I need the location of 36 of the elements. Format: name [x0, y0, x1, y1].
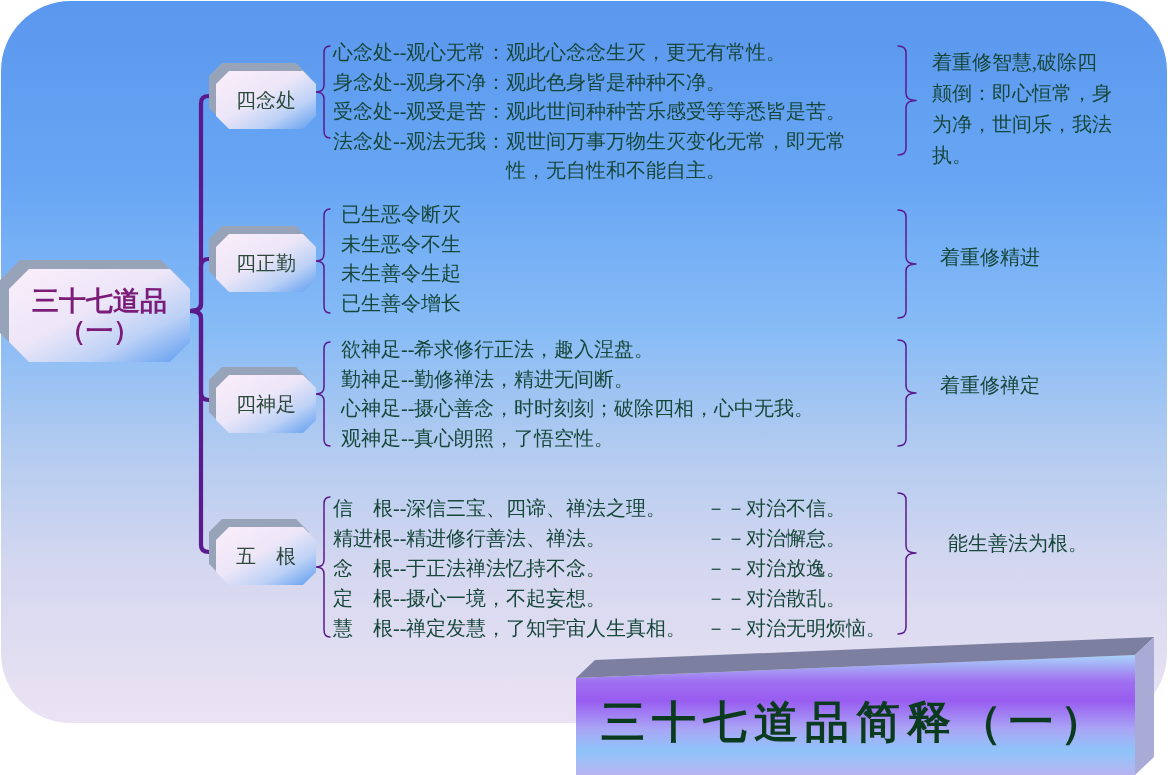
topic-label: 三十七道品（一）	[31, 285, 168, 346]
curly-brace	[315, 45, 331, 139]
remedy-note: －－对治放逸。	[706, 556, 846, 581]
summary-text: 着重修精进	[940, 245, 1040, 270]
list-item: 慧 根--禅定发慧，了知宇宙人生真相。	[333, 616, 687, 641]
list-item: 已生恶令断灭	[341, 202, 461, 227]
summary-text: 能生善法为根。	[948, 531, 1088, 556]
summary-text: 着重修智慧,破除四颠倒：即心恒常，身为净，世间乐，我法执。	[932, 50, 1113, 168]
list-item: 未生善令生起	[341, 261, 461, 286]
list-item: 欲神足--希求修行正法，趣入涅盘。	[341, 337, 655, 362]
curly-brace	[315, 208, 331, 314]
title-text: 三十七道品简释（一）	[600, 695, 1111, 749]
list-item: 信 根--深信三宝、四谛、禅法之理。	[333, 496, 667, 521]
list-item: 精进根--精进修行善法、禅法。	[333, 526, 607, 551]
category-label: 四念处	[236, 89, 296, 111]
list-item: 心念处--观心无常：观此心念念生灭，更无有常性。	[333, 40, 787, 65]
category-label: 五 根	[236, 545, 296, 567]
category-label: 四神足	[236, 393, 296, 415]
curly-brace	[315, 341, 331, 447]
list-item: 念 根--于正法禅法忆持不念。	[333, 556, 607, 581]
list-item: 受念处--观受是苦：观此世间种种苦乐感受等等悉皆是苦。	[333, 99, 847, 124]
list-item: 定 根--摄心一境，不起妄想。	[333, 586, 607, 611]
list-item: 已生善令增长	[341, 290, 461, 316]
remedy-note: －－对治散乱。	[706, 586, 846, 611]
list-item: 心神足--摄心善念，时时刻刻；破除四相，心中无我。	[341, 396, 815, 421]
remedy-note: －－对治不信。	[706, 496, 846, 521]
remedy-note: －－对治懈怠。	[706, 526, 846, 551]
list-item: 勤神足--勤修禅法，精进无间断。	[341, 366, 635, 392]
list-item: 身念处--观身不净：观此色身皆是种种不净。	[333, 69, 727, 95]
remedy-note: －－对治无明烦恼。	[706, 616, 886, 641]
summary-text: 着重修禅定	[940, 373, 1040, 398]
list-item: 未生恶令不生	[341, 231, 461, 257]
category-label: 四正勤	[236, 252, 296, 274]
list-item: 观神足--真心朗照，了悟空性。	[341, 425, 615, 451]
list-item: 法念处--观法无我：观世间万事万物生灭变化无常，即无常性，无自性和不能自主。	[333, 128, 848, 183]
curly-brace	[315, 496, 331, 638]
